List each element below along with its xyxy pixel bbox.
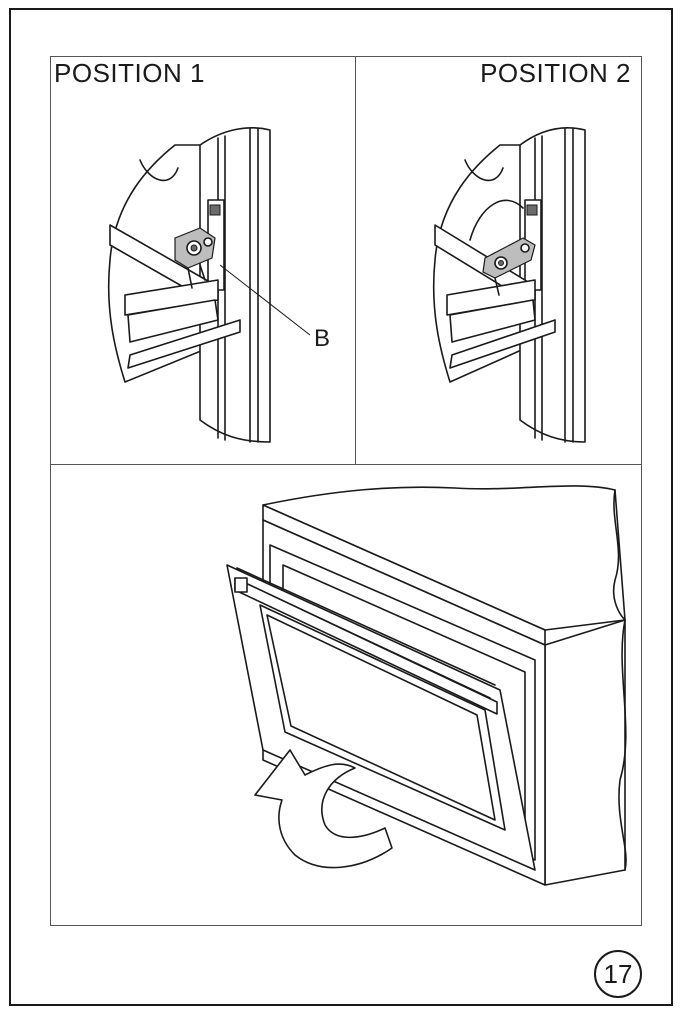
figure-grid — [50, 56, 642, 926]
grid-divider-horizontal — [50, 464, 642, 465]
callout-b-label: B — [314, 325, 331, 352]
grid-divider-vertical — [355, 56, 356, 464]
curved-arrow-icon — [254, 749, 393, 869]
page-number: 17 — [594, 950, 642, 998]
hinge-position-1-illustration — [107, 127, 311, 443]
position-1-label: POSITION 1 — [54, 58, 205, 88]
oven-door-removal-illustration — [226, 485, 627, 886]
hinge-position-2-illustration — [432, 127, 586, 443]
page-frame — [9, 8, 673, 1006]
position-2-label: POSITION 2 — [480, 58, 631, 88]
